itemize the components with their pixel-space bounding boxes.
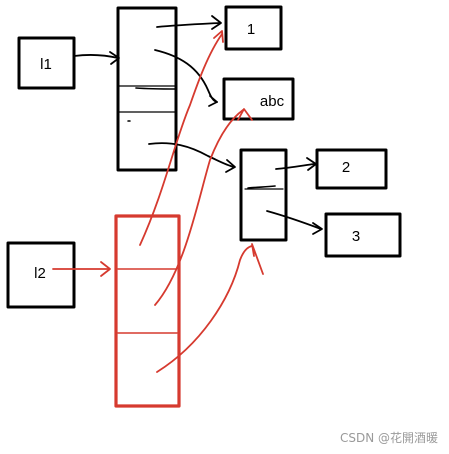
- arrow-slot3-to-nested: [148, 142, 235, 168]
- arrowhead: [211, 15, 222, 30]
- arrowhead: [208, 95, 218, 107]
- label-value-1: 1: [247, 21, 255, 38]
- arrow-slot0-to-1: [156, 22, 220, 28]
- label-value-2: 2: [342, 159, 350, 176]
- value-box-abc: [222, 77, 295, 121]
- arrow-nested0-to-2: [275, 163, 315, 170]
- nested-list-box: [239, 148, 288, 242]
- arrow-copied2-to-nested: [156, 245, 253, 373]
- arrowhead: [109, 51, 120, 65]
- label-value-abc: abc: [260, 93, 285, 110]
- label-l2: l2: [34, 265, 46, 282]
- l2-box: [6, 241, 76, 309]
- slot-line: [135, 87, 177, 90]
- arrow-nested1-to-3: [266, 210, 322, 230]
- value-box-3: [324, 212, 402, 258]
- copied-list-box: [114, 214, 181, 408]
- arrowhead: [225, 159, 236, 173]
- arrow-copied0-to-1: [139, 33, 223, 246]
- value-box-2: [315, 148, 388, 190]
- arrowhead: [306, 157, 317, 171]
- arrowhead: [100, 261, 111, 277]
- arrow-copied1-to-abc: [154, 109, 244, 306]
- slot-line: [247, 185, 276, 189]
- watermark: CSDN @花開酒暖: [340, 430, 438, 445]
- arrowhead: [213, 30, 224, 43]
- arrowhead: [251, 243, 264, 275]
- label-value-3: 3: [352, 228, 360, 245]
- label-l1: l1: [40, 56, 52, 73]
- value-box-1: [224, 5, 283, 51]
- arrowhead: [237, 108, 253, 121]
- l1-box: [17, 36, 76, 90]
- arrow-l1-to-list: [73, 54, 119, 59]
- arrowhead: [312, 222, 323, 235]
